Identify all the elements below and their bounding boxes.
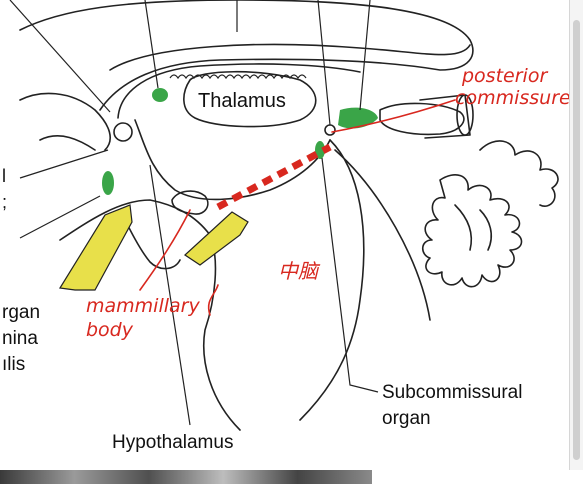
pineal-outline <box>379 102 465 136</box>
label-cut-left-1: l <box>2 166 6 186</box>
pointer-subcommissural <box>321 157 379 393</box>
pointer-hypothalamus <box>149 164 191 426</box>
pineal-tube-end <box>456 94 474 136</box>
label-subcommissural-1: Subcommissural <box>382 382 522 403</box>
pineal-tube <box>419 94 471 139</box>
mammillary-body-outline <box>171 190 209 215</box>
midbrain-boundary-dashes <box>216 143 332 211</box>
third-ventricle-outline <box>134 119 331 201</box>
corpus-callosum-outline <box>19 0 474 111</box>
pointer-subfornical <box>144 0 159 89</box>
fornix-curve <box>117 63 361 119</box>
cerebellum-folia-2 <box>479 140 559 207</box>
pineal-organ <box>338 107 378 129</box>
scrollbar-thumb[interactable] <box>573 20 580 460</box>
label-cut-left-2: ; <box>2 192 7 212</box>
thalamus-outline <box>183 70 317 128</box>
annotation-commissure: commissure <box>455 87 571 109</box>
label-hypothalamus: Hypothalamus <box>112 432 233 453</box>
label-organ-lamina-1: rgan <box>2 302 40 323</box>
pointer-top-left <box>9 0 111 113</box>
subfornical-organ <box>152 88 168 102</box>
mammillary-pointer <box>139 209 191 291</box>
label-subcommissural-2: organ <box>382 408 431 429</box>
vertical-scrollbar[interactable] <box>569 0 583 470</box>
ventricle-roof <box>109 43 471 71</box>
posterior-pituitary <box>184 211 249 266</box>
annotation-mammillary: mammillary <box>86 295 200 317</box>
pointer-left-2 <box>19 195 101 239</box>
pointer-top-right-1 <box>317 0 331 126</box>
cerebellum-inner <box>454 204 492 251</box>
label-organ-lamina-2: nina <box>2 328 38 349</box>
label-organ-lamina-3: ılis <box>2 354 25 375</box>
photo-strip-bottom <box>0 470 372 484</box>
anterior-commissure <box>113 122 133 142</box>
mammillary-underline-tail <box>207 284 219 316</box>
posterior-commissure-arrow <box>331 99 456 133</box>
midbrain-outline <box>299 139 431 421</box>
annotation-body: body <box>86 319 134 341</box>
posterior-commissure-circle <box>324 124 336 136</box>
annotation-posterior: posterior <box>461 65 548 87</box>
choroid-plexus <box>169 74 307 80</box>
cerebellum-folia <box>421 174 523 288</box>
annotation-midbrain: 中脑 <box>278 259 321 283</box>
median-eminence <box>59 204 133 291</box>
optic-chiasm-outline <box>19 92 111 151</box>
organum-vasculosum <box>102 171 114 195</box>
label-thalamus: Thalamus <box>198 90 286 112</box>
pointer-left-1 <box>19 149 109 179</box>
subcommissural-organ-mark <box>315 141 325 159</box>
pointer-top-right-2 <box>359 0 371 111</box>
